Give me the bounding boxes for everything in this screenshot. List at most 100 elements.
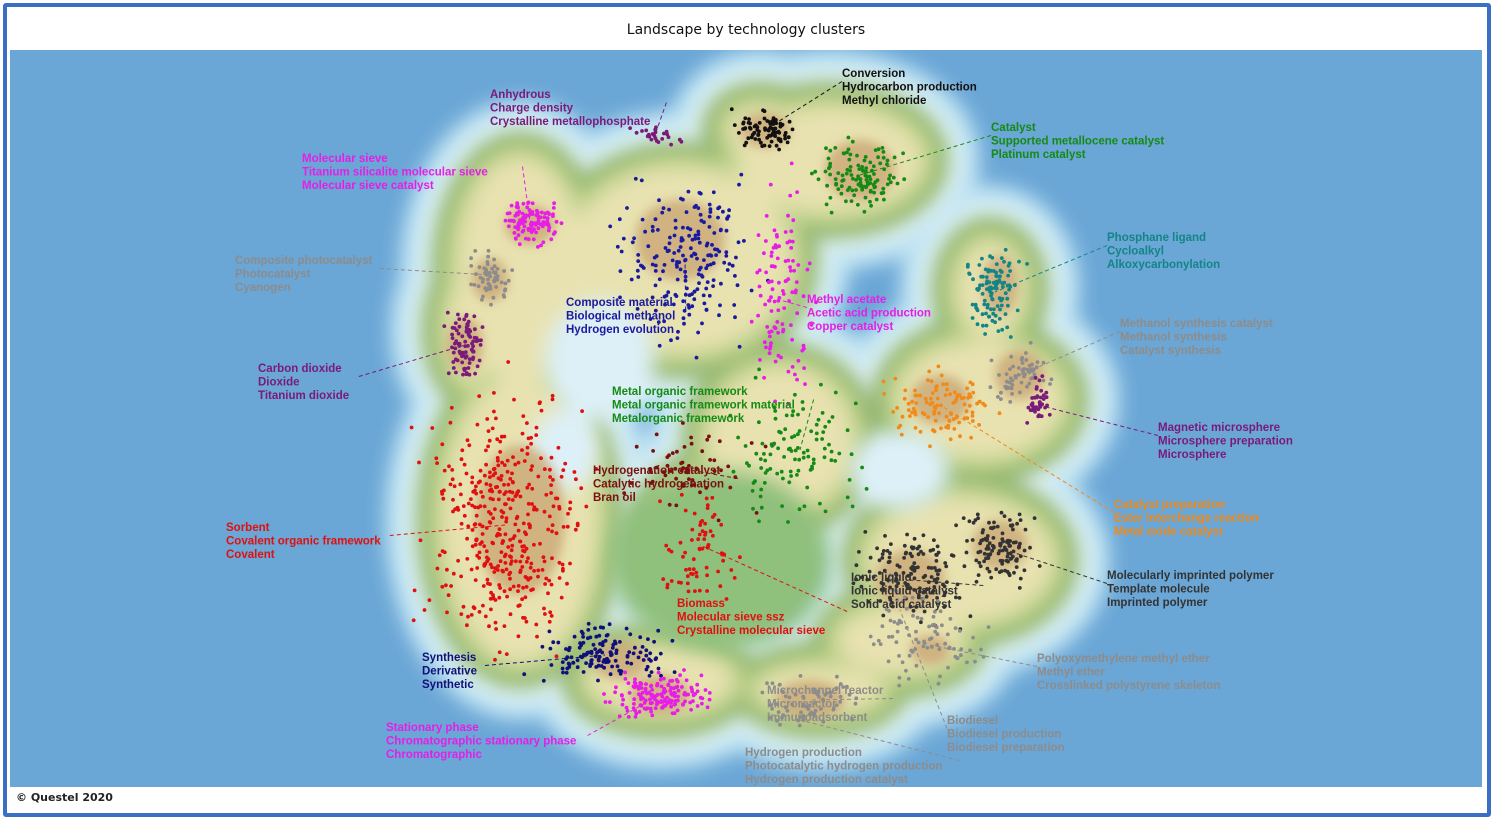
data-point <box>1035 360 1040 364</box>
cluster-label-line: Platinum catalyst <box>991 149 1086 161</box>
data-point <box>921 597 925 601</box>
data-point <box>983 267 988 272</box>
data-point <box>679 196 683 201</box>
data-point <box>639 686 644 690</box>
data-point <box>770 444 774 448</box>
data-point <box>989 269 994 273</box>
data-point <box>1008 269 1012 273</box>
data-point <box>790 239 795 244</box>
data-point <box>484 448 488 453</box>
cluster-label-line: Hydrogen evolution <box>566 324 674 336</box>
data-point <box>550 397 555 402</box>
data-point <box>682 445 687 449</box>
data-point <box>759 140 763 145</box>
data-point <box>844 171 849 176</box>
data-point <box>934 388 938 393</box>
data-point <box>911 608 916 613</box>
data-point <box>888 595 892 600</box>
data-point <box>568 561 572 566</box>
data-point <box>473 505 477 510</box>
data-point <box>1047 412 1052 417</box>
data-point <box>789 229 794 234</box>
data-point <box>686 189 691 194</box>
data-point <box>976 550 981 555</box>
data-point <box>856 202 860 207</box>
data-point <box>889 542 893 546</box>
data-point <box>809 323 814 327</box>
data-point <box>603 700 608 704</box>
data-point <box>454 339 459 344</box>
data-point <box>954 595 958 600</box>
data-point <box>472 522 477 527</box>
data-point <box>975 308 980 313</box>
data-point <box>500 568 505 573</box>
data-point <box>703 521 707 526</box>
data-point <box>878 642 883 646</box>
data-point <box>683 550 687 555</box>
data-point <box>754 511 759 515</box>
data-point <box>518 494 523 499</box>
data-point <box>721 209 725 214</box>
data-point <box>867 569 872 574</box>
data-point <box>700 321 704 326</box>
data-point <box>1003 247 1008 252</box>
data-point <box>855 153 859 158</box>
data-point <box>669 142 673 147</box>
cluster-label-line: Hydrogenation catalyst <box>593 465 720 477</box>
data-point <box>553 230 557 235</box>
data-point <box>596 657 601 662</box>
data-point <box>786 213 790 218</box>
data-point <box>821 430 826 434</box>
data-point <box>509 548 514 553</box>
data-point <box>1008 400 1013 404</box>
data-point <box>672 702 677 707</box>
data-point <box>739 172 744 177</box>
data-point <box>795 377 799 382</box>
data-point <box>727 262 732 266</box>
data-point <box>674 476 678 481</box>
data-point <box>897 654 901 658</box>
data-point <box>485 262 490 267</box>
data-point <box>673 466 678 471</box>
data-point <box>483 561 487 566</box>
cluster-label-line: Stationary phase <box>386 722 479 734</box>
data-point <box>524 532 528 537</box>
data-point <box>763 458 768 463</box>
cluster-label-line: Covalent organic framework <box>226 536 381 548</box>
data-point <box>446 371 451 376</box>
data-point <box>409 425 414 430</box>
data-point <box>1008 523 1013 528</box>
data-point <box>895 406 899 410</box>
data-point <box>653 269 658 273</box>
data-point <box>617 217 622 222</box>
data-point <box>1005 379 1009 384</box>
data-point <box>484 549 489 554</box>
leader-line <box>999 547 1108 584</box>
